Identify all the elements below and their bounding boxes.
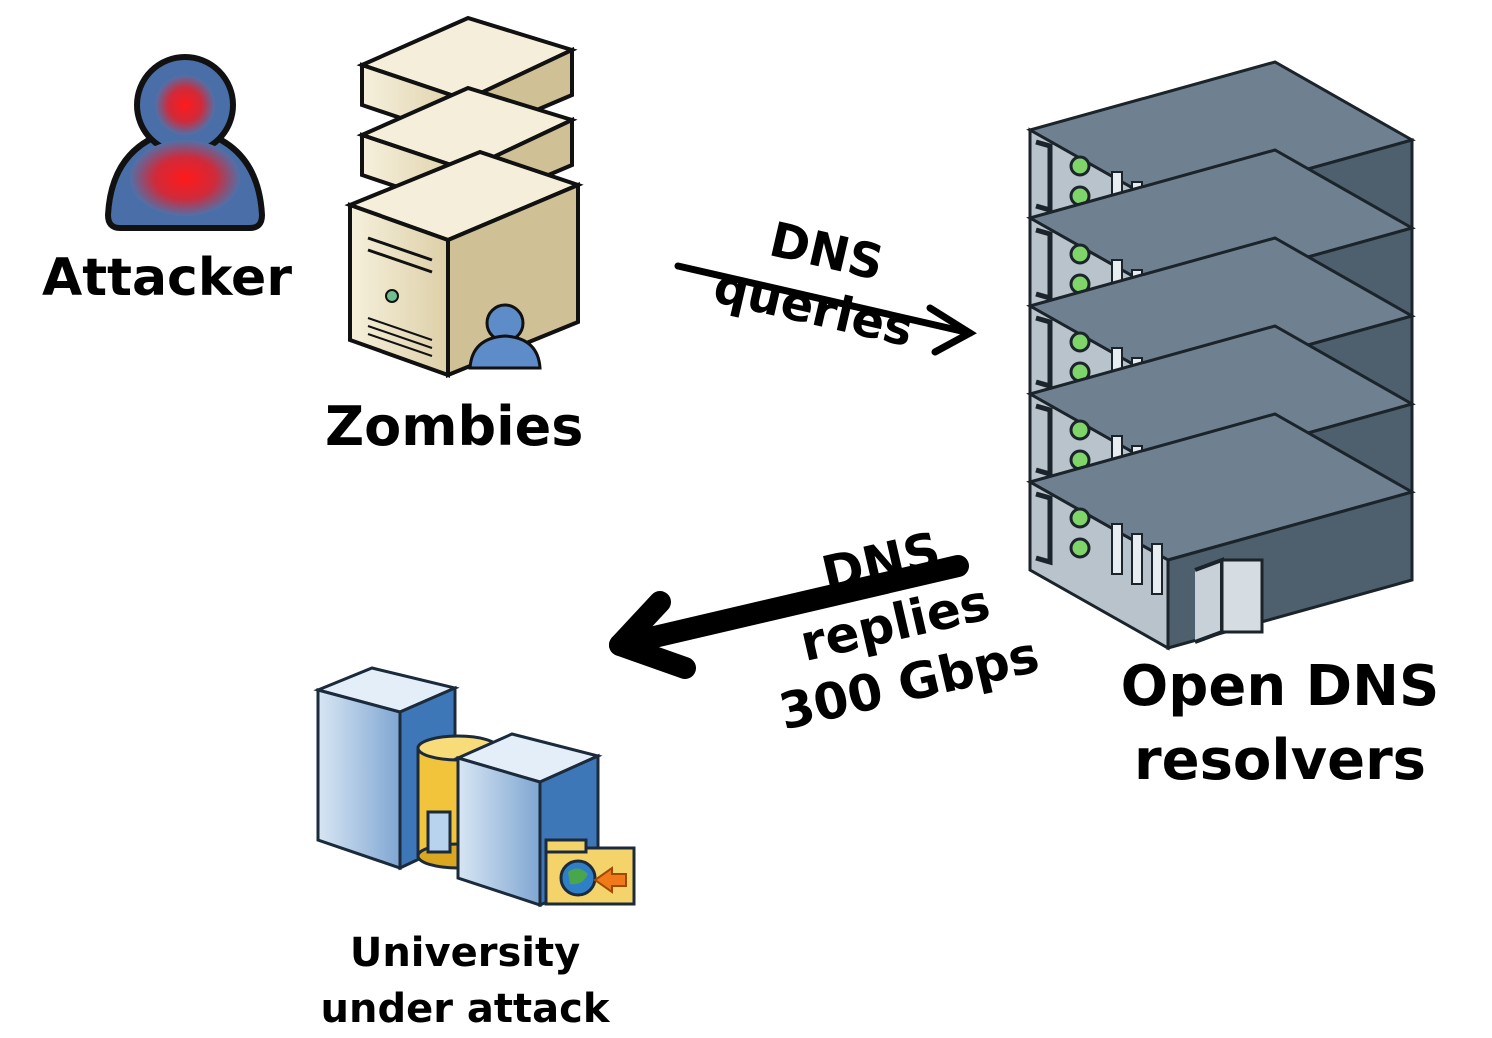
university-line2: under attack	[320, 986, 610, 1032]
rack-servers-icon	[1026, 60, 1416, 651]
open-dns-resolvers-line1: Open DNS	[1120, 654, 1440, 719]
open-dns-resolvers-line2: resolvers	[1133, 728, 1427, 793]
dns-queries-arrow	[674, 262, 977, 356]
rack-server-unit	[1026, 412, 1416, 651]
zombies-label: Zombies	[325, 395, 584, 458]
open-dns-resolvers-label: Open DNS resolvers	[1100, 650, 1460, 798]
attacker-person-icon	[104, 54, 266, 231]
zombie-servers-icon	[344, 15, 584, 378]
rack-ear	[1220, 558, 1264, 634]
dns-replies-arrow	[609, 555, 969, 679]
university-line1: University	[349, 930, 581, 976]
rack-handle	[1194, 557, 1224, 644]
attacker-label: Attacker	[42, 248, 292, 308]
university-datacenter-icon	[313, 666, 636, 908]
university-label: University under attack	[285, 925, 645, 1037]
